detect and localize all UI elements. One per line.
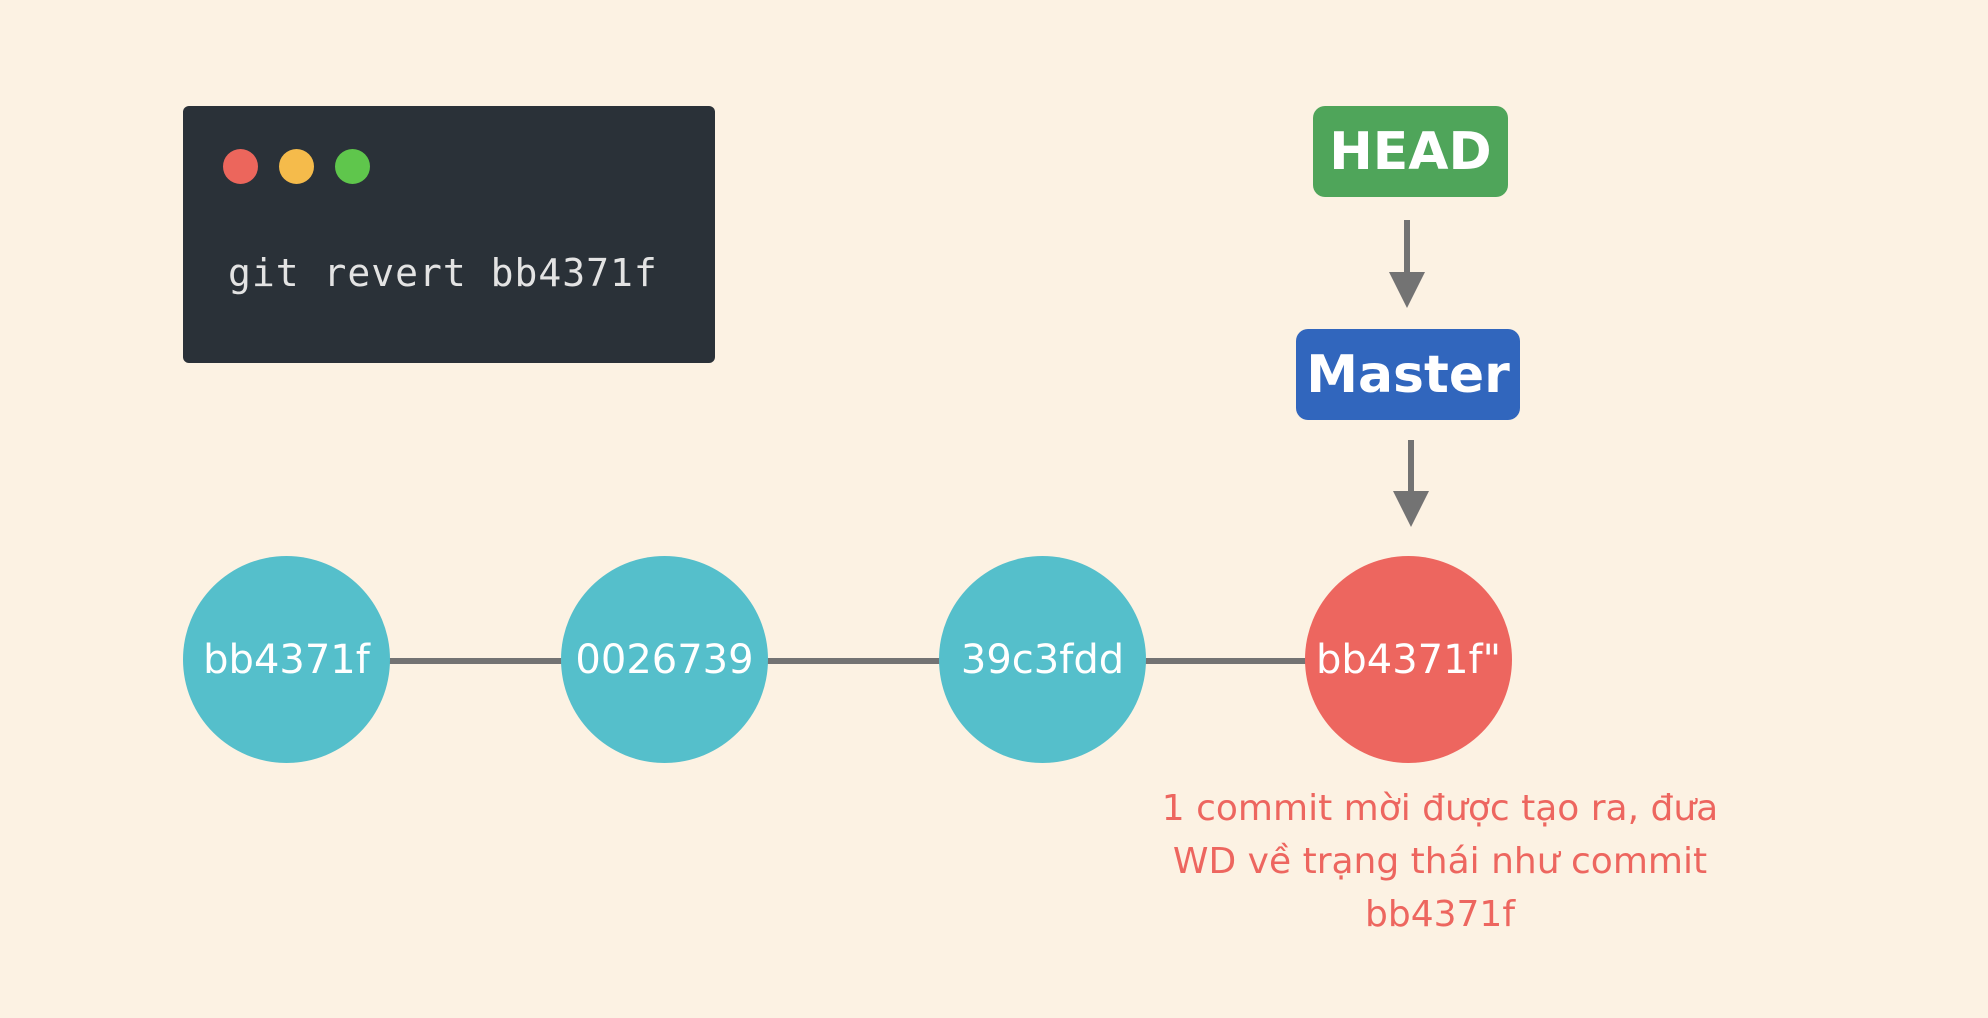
minimize-dot-icon (279, 149, 314, 184)
new-revert-commit-node: bb4371f" (1305, 556, 1512, 763)
maximize-dot-icon (335, 149, 370, 184)
commit-id: bb4371f" (1315, 636, 1502, 683)
close-dot-icon (223, 149, 258, 184)
commit-id: 39c3fdd (960, 636, 1125, 683)
commit-node: 0026739 (561, 556, 768, 763)
revert-caption: 1 commit mời được tạo ra, đưa WD về trạn… (1140, 782, 1740, 941)
master-branch-label: Master (1296, 329, 1520, 420)
terminal-command: git revert bb4371f (228, 251, 658, 295)
commit-node: 39c3fdd (939, 556, 1146, 763)
commit-id: 0026739 (575, 636, 754, 683)
terminal-window: git revert bb4371f (183, 106, 715, 363)
caption-line: 1 commit mời được tạo ra, đưa (1161, 788, 1719, 829)
head-label: HEAD (1313, 106, 1508, 197)
caption-line: WD về trạng thái như commit (1172, 841, 1708, 882)
commit-node: bb4371f (183, 556, 390, 763)
commit-id: bb4371f (203, 636, 370, 683)
caption-line: bb4371f (1365, 894, 1515, 935)
